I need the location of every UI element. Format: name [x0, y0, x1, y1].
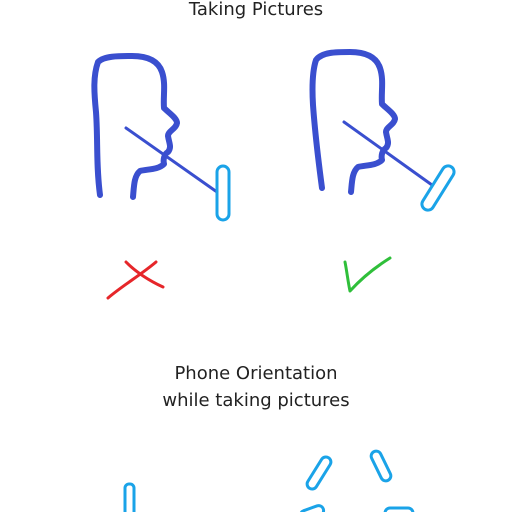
orientation-examples [123, 449, 415, 512]
sight-line-right [342, 120, 434, 187]
phone-icon-tilted [420, 164, 456, 212]
section-title-orientation-line1: Phone Orientation [174, 363, 338, 384]
phone-icon-horizontal-bottom-left [298, 504, 326, 512]
head-profile-outline-left [91, 53, 180, 200]
phone-icon-tilted-right [305, 455, 333, 491]
correct-example [309, 49, 456, 293]
cross-icon [106, 260, 165, 300]
section-title-taking-pictures: Taking Pictures [188, 0, 324, 20]
sight-line-left [124, 126, 219, 194]
section-title-orientation-line2: while taking pictures [162, 390, 350, 411]
checkmark-icon [343, 256, 392, 293]
phone-icon-tilted-left [369, 449, 393, 483]
phone-icon-horizontal-bottom-right [383, 506, 415, 512]
head-profile-outline-right [309, 49, 398, 195]
wrong-example [91, 53, 231, 300]
phone-icon-vertical [215, 164, 231, 222]
phone-icon-upright [123, 482, 136, 512]
